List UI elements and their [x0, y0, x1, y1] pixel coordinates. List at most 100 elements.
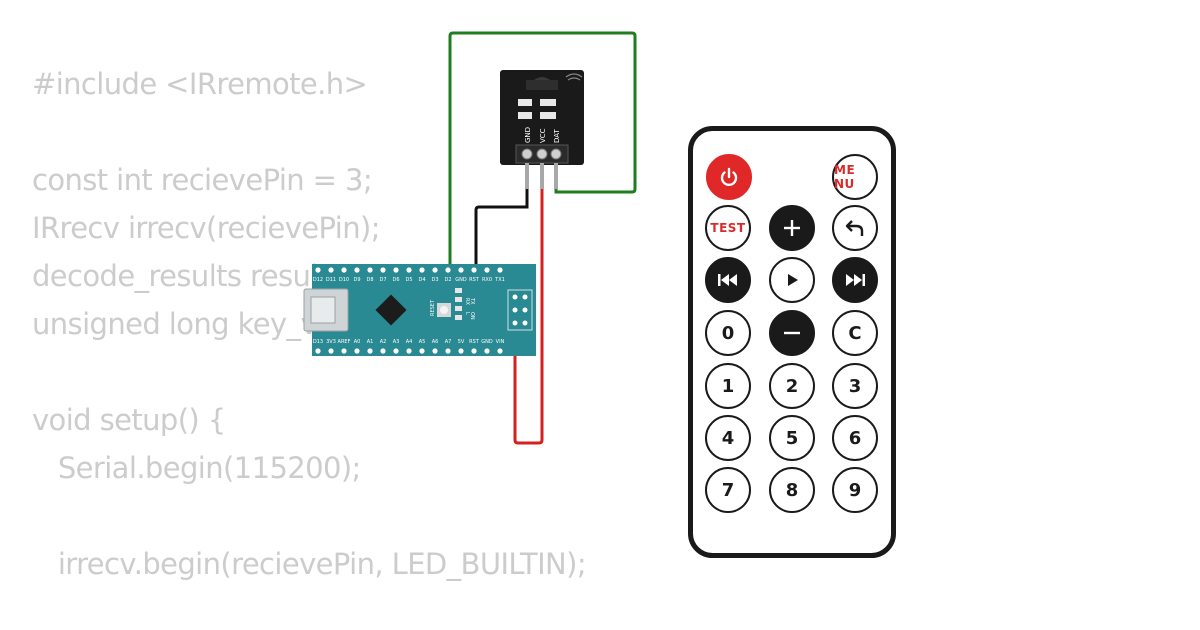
nano-bottom-pin-label: 5V	[458, 339, 465, 345]
ir-signal-icon	[565, 73, 583, 81]
nano-top-pin-label: D8	[366, 277, 373, 283]
nano-led-label-tx: TX	[469, 297, 475, 305]
plus-icon	[784, 220, 800, 236]
nano-bottom-pin-hole	[354, 348, 360, 354]
ir-sensor-window	[526, 80, 558, 90]
red-wire	[513, 178, 544, 445]
nano-bottom-pin-label: A3	[393, 339, 400, 345]
nano-top-pin-label: D11	[326, 277, 336, 283]
nano-top-pin-label: RST	[469, 277, 480, 283]
power-icon	[720, 167, 738, 187]
power-button[interactable]	[706, 154, 752, 200]
nano-top-pin-label: D9	[353, 277, 360, 283]
nano-bottom-pin-label: A6	[432, 339, 439, 345]
test-button[interactable]: TEST	[705, 205, 751, 251]
nano-bottom-pin-holes	[315, 348, 503, 354]
nano-top-pin-hole	[380, 267, 386, 273]
nano-top-pin-hole	[484, 267, 490, 273]
digit-1-button[interactable]: 1	[705, 363, 751, 409]
nano-bottom-pin-label: A7	[445, 339, 452, 345]
digit-2-button[interactable]: 2	[769, 363, 815, 409]
nano-bottom-pin-hole	[445, 348, 451, 354]
digit-6-button[interactable]: 6	[832, 415, 878, 461]
minus-button[interactable]	[769, 310, 815, 356]
nano-bottom-pin-hole	[432, 348, 438, 354]
minus-icon	[784, 331, 800, 335]
digit-4-button[interactable]: 4	[705, 415, 751, 461]
nano-bottom-pin-label: A1	[367, 339, 374, 345]
plus-button[interactable]	[769, 205, 815, 251]
nano-bottom-pin-hole	[406, 348, 412, 354]
nano-bottom-pin-hole	[315, 348, 321, 354]
nano-top-pin-hole	[497, 267, 503, 273]
nano-top-pin-holes	[315, 267, 503, 273]
code-line: #include <IRremote.h>	[32, 67, 368, 101]
ir-remote: ME NU TEST 0	[688, 126, 896, 558]
nano-bottom-pin-hole	[328, 348, 334, 354]
rewind-icon	[718, 274, 737, 286]
code-line: irrecv.begin(recievePin, LED_BUILTIN);	[32, 547, 587, 581]
nano-top-pin-hole	[367, 267, 373, 273]
return-arrow-icon	[845, 220, 864, 236]
digit-3-button[interactable]: 3	[832, 363, 878, 409]
nano-bottom-pin-hole	[393, 348, 399, 354]
nano-top-pin-label: D7	[379, 277, 386, 283]
nano-bottom-pin-hole	[484, 348, 490, 354]
nano-reset-label: RESET	[430, 299, 436, 316]
nano-top-pin-label: D10	[339, 277, 349, 283]
nano-top-pin-hole	[315, 267, 321, 273]
digit-9-button[interactable]: 9	[832, 467, 878, 513]
nano-bottom-pin-label: A5	[419, 339, 426, 345]
digit-8-button[interactable]: 8	[769, 467, 815, 513]
nano-top-pin-label: D3	[431, 277, 438, 283]
menu-button[interactable]: ME NU	[832, 154, 878, 200]
digit-7-button[interactable]: 7	[705, 467, 751, 513]
green-wire	[448, 31, 637, 268]
nano-bottom-pin-hole	[380, 348, 386, 354]
nano-top-pin-hole	[419, 267, 425, 273]
nano-bottom-pin-hole	[367, 348, 373, 354]
nano-top-pin-label: D4	[418, 277, 425, 283]
nano-top-pin-hole	[432, 267, 438, 273]
nano-bottom-pin-hole	[341, 348, 347, 354]
code-line: const int recievePin = 3;	[32, 163, 373, 197]
code-line: void setup() {	[32, 403, 226, 437]
icsp-header	[507, 289, 533, 331]
nano-top-pin-hole	[354, 267, 360, 273]
code-background: #include <IRremote.h> const int recievePi…	[32, 66, 732, 626]
nano-top-pin-label: D5	[405, 277, 412, 283]
nano-top-pin-label: TX1	[494, 277, 505, 283]
nano-top-pin-label: D2	[444, 277, 451, 283]
nano-bottom-pin-hole	[458, 348, 464, 354]
code-line: IRrecv irrecv(recievePin);	[32, 211, 381, 245]
nano-led-label-l: L	[464, 312, 470, 315]
nano-top-pin-label: GND	[455, 277, 467, 283]
previous-button[interactable]	[705, 257, 751, 303]
nano-bottom-pin-hole	[419, 348, 425, 354]
back-button[interactable]	[832, 205, 878, 251]
nano-led-label-rx: RX	[464, 298, 470, 305]
nano-top-pin-hole	[328, 267, 334, 273]
nano-bottom-pin-hole	[497, 348, 503, 354]
nano-bottom-pin-hole	[471, 348, 477, 354]
next-button[interactable]	[832, 257, 878, 303]
fast-forward-icon	[846, 274, 865, 286]
ir-pin-label-gnd: GND	[524, 127, 532, 143]
digit-5-button[interactable]: 5	[769, 415, 815, 461]
nano-bottom-pin-label: GND	[481, 339, 493, 345]
nano-top-pin-hole	[393, 267, 399, 273]
nano-top-pin-label: D12	[313, 277, 323, 283]
nano-top-pin-hole	[471, 267, 477, 273]
nano-top-pin-hole	[341, 267, 347, 273]
nano-bottom-pin-label: D13	[313, 339, 323, 345]
nano-chip	[375, 294, 407, 326]
play-button[interactable]	[769, 257, 815, 303]
nano-bottom-pin-label: A4	[406, 339, 413, 345]
digit-0-button[interactable]: 0	[705, 310, 751, 356]
clear-button[interactable]: C	[832, 310, 878, 356]
nano-top-pin-label: RX0	[482, 277, 492, 283]
ir-receiver-module: GND VCC DAT	[500, 70, 584, 189]
nano-bottom-pin-label: A0	[354, 339, 361, 345]
